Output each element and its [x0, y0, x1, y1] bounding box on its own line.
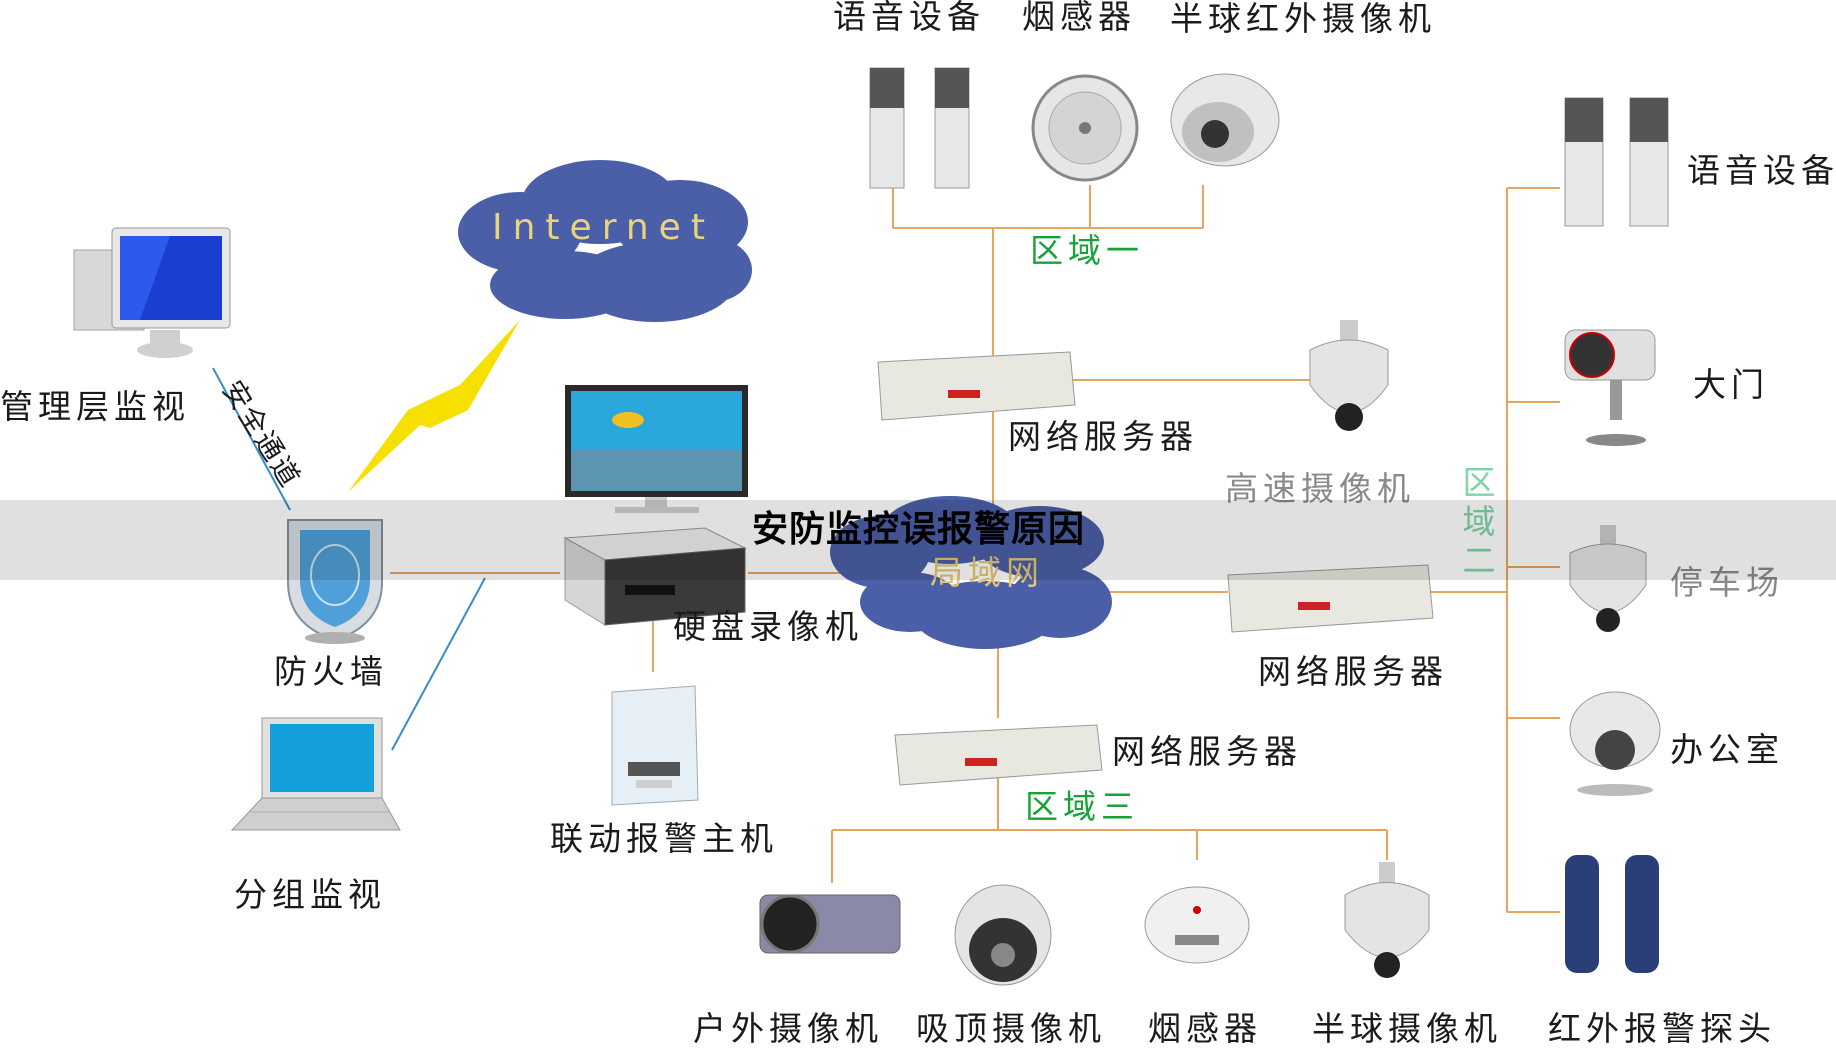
lan-label: 局域网: [930, 553, 1044, 592]
zone3-dome-camera-icon: [1344, 862, 1430, 978]
zone2-label: 区域二: [1457, 465, 1496, 582]
zone3-outdoor-camera-icon: [759, 894, 901, 954]
zone3-links: [831, 772, 1388, 883]
lan-cloud: [830, 496, 1112, 649]
zone3-smoke-detector-icon: [1144, 886, 1250, 964]
zone3-ceiling-label: 吸顶摄像机: [916, 1009, 1106, 1048]
blue-links: [212, 367, 486, 751]
zone2-bullet-camera-icon: [1564, 329, 1656, 446]
zone3-outdoor-label: 户外摄像机: [693, 1009, 883, 1048]
server-top-icon: [877, 351, 1076, 421]
dvr-label: 硬盘录像机: [673, 607, 863, 646]
server-top-label: 网络服务器: [1008, 417, 1198, 456]
speed-dome-camera-icon: [1309, 320, 1389, 431]
zone1-ir-dome-camera-icon: [1170, 73, 1280, 167]
internet-label: Internet: [492, 207, 715, 248]
lightning-bolt: [348, 320, 520, 492]
management-monitor-label: 管理层监视: [0, 387, 190, 426]
zone3-smoke-label: 烟感器: [1148, 1009, 1262, 1048]
zone2-speakers-icon: [1564, 97, 1669, 227]
internet-cloud: [458, 160, 752, 322]
zone3-dome-label: 半球摄像机: [1312, 1009, 1502, 1048]
zone3-label: 区域三: [1025, 787, 1139, 826]
zone2-office-label: 办公室: [1670, 730, 1784, 769]
zone1-ir-dome-label: 半球红外摄像机: [1170, 0, 1436, 38]
zone2-office-dome-icon: [1569, 691, 1661, 796]
monitor-icon: [565, 385, 748, 513]
zone1-label: 区域一: [1030, 231, 1144, 270]
group-laptop-icon: [230, 717, 401, 831]
zone1-links: [892, 185, 1310, 540]
server-bottom-label: 网络服务器: [1112, 732, 1302, 771]
alarm-host-label: 联动报警主机: [550, 819, 778, 858]
speed-dome-label: 高速摄像机: [1225, 469, 1415, 508]
zone2-gate-label: 大门: [1693, 365, 1769, 404]
firewall-shield-icon: [287, 519, 383, 644]
group-monitor-label: 分组监视: [234, 875, 386, 914]
server-right-label: 网络服务器: [1258, 652, 1448, 691]
zone1-smoke-label: 烟感器: [1022, 0, 1136, 36]
zone2-audio-label: 语音设备: [1687, 151, 1836, 190]
management-pc-icon: [73, 227, 231, 358]
firewall-label: 防火墙: [274, 652, 388, 691]
zone2-parking-label: 停车场: [1670, 563, 1784, 602]
zone3-ir-probe-label: 红外报警探头: [1548, 1009, 1776, 1048]
zone2-dome-camera-icon: [1569, 525, 1647, 632]
zone2-ir-probe-icon: [1565, 855, 1659, 973]
zone1-speakers-icon: [869, 67, 970, 189]
dvr-box-icon: [563, 527, 747, 626]
server-bottom-icon: [894, 724, 1103, 786]
page-title: 安防监控误报警原因: [752, 509, 1086, 550]
server-right-icon: [1227, 564, 1434, 633]
alarm-host-icon: [611, 685, 699, 806]
zone1-audio-label: 语音设备: [833, 0, 985, 36]
zone2-links: [1506, 187, 1560, 913]
zone1-smoke-detector-icon: [1031, 74, 1139, 182]
zone3-ceiling-camera-icon: [954, 884, 1052, 986]
title-banner: [0, 500, 1836, 580]
